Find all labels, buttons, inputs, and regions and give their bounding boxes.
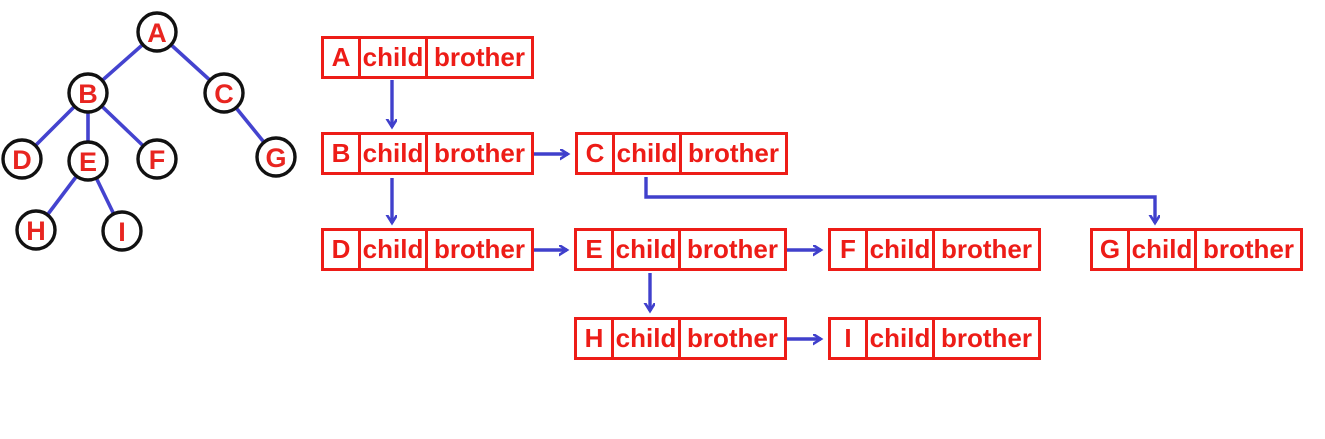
- list-node-b: B child brother: [321, 132, 534, 175]
- child-pointer-cell: child: [361, 231, 428, 268]
- child-pointer-cell: child: [868, 231, 935, 268]
- list-node-i: I child brother: [828, 317, 1041, 360]
- tree-node-g: [255, 136, 297, 178]
- list-node-a: A child brother: [321, 36, 534, 79]
- brother-pointer-cell: brother: [687, 323, 778, 353]
- brother-pointer-cell: brother: [687, 234, 778, 264]
- list-node-e: E child brother: [574, 228, 787, 271]
- child-pointer-cell: child: [614, 320, 681, 357]
- tree-node-e: [67, 140, 109, 182]
- node-letter-cell: B: [324, 135, 361, 172]
- tree-node-group: [1, 11, 297, 252]
- child-pointer-cell: child: [614, 231, 681, 268]
- tree-node-label: B: [78, 79, 98, 109]
- brother-pointer-cell: brother: [1203, 234, 1294, 264]
- node-letter-cell: G: [1093, 231, 1130, 268]
- tree-node-label: H: [26, 216, 46, 246]
- node-letter-cell: A: [324, 39, 361, 76]
- child-pointer-cell: child: [1130, 231, 1197, 268]
- tree-node-label: F: [149, 145, 166, 175]
- tree-node-d: [1, 138, 43, 180]
- list-node-f: F child brother: [828, 228, 1041, 271]
- brother-pointer-cell: brother: [688, 138, 779, 168]
- child-pointer-cell: child: [361, 39, 428, 76]
- brother-pointer-cell: brother: [941, 323, 1032, 353]
- tree-node-label: E: [79, 147, 97, 177]
- brother-pointer-cell: brother: [434, 234, 525, 264]
- tree-node-label: A: [147, 18, 167, 48]
- tree-node-label: G: [265, 143, 286, 173]
- child-pointer-cell: child: [868, 320, 935, 357]
- list-node-g: G child brother: [1090, 228, 1303, 271]
- brother-pointer-cell: brother: [434, 138, 525, 168]
- tree-node-label: D: [12, 145, 32, 175]
- list-node-c: C child brother: [575, 132, 788, 175]
- pointer-arrow-group: [392, 80, 1155, 339]
- node-letter-cell: I: [831, 320, 868, 357]
- tree-edge-group: [20, 30, 278, 232]
- child-pointer-cell: child: [615, 135, 682, 172]
- tree-node-f: [136, 138, 178, 180]
- list-node-h: H child brother: [574, 317, 787, 360]
- brother-pointer-cell: brother: [941, 234, 1032, 264]
- node-letter-cell: C: [578, 135, 615, 172]
- list-node-d: D child brother: [321, 228, 534, 271]
- node-letter-cell: D: [324, 231, 361, 268]
- tree-node-b: [67, 72, 109, 114]
- tree-node-i: [101, 210, 143, 252]
- tree-node-a: [136, 11, 178, 53]
- tree-node-label: C: [214, 79, 234, 109]
- node-letter-cell: E: [577, 231, 614, 268]
- arrow-c-child-to-g: [644, 177, 1155, 223]
- child-pointer-cell: child: [361, 135, 428, 172]
- tree-node-h: [15, 209, 57, 251]
- node-letter-cell: F: [831, 231, 868, 268]
- brother-pointer-cell: brother: [434, 42, 525, 72]
- node-letter-cell: H: [577, 320, 614, 357]
- tree-label-group: A B C D E F G H I: [12, 18, 286, 247]
- tree-node-label: I: [118, 217, 126, 247]
- tree-node-c: [203, 72, 245, 114]
